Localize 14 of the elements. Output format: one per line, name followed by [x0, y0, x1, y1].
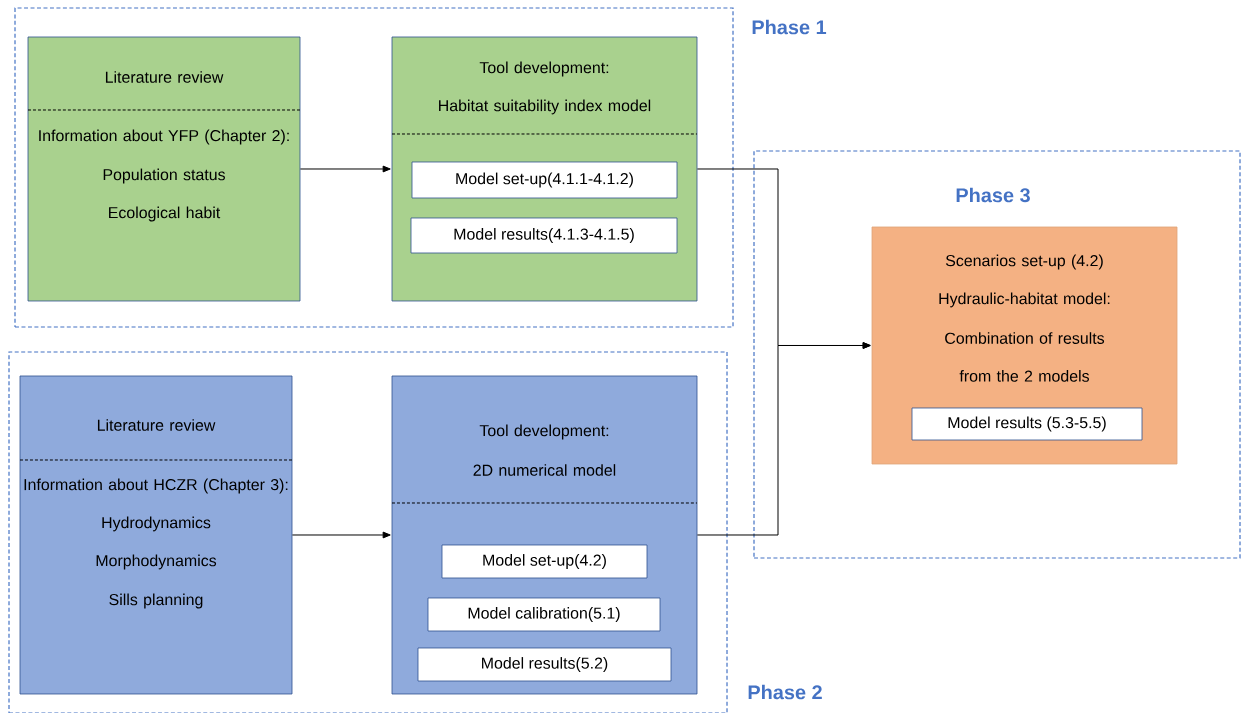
process-box: Model results (5.3-5.5) [911, 407, 1143, 441]
process-box: Model set-up(4.2) [441, 544, 648, 579]
phase-title: Phase 3 [956, 187, 1030, 203]
process-box: Model set-up(4.1.1-4.1.2) [411, 161, 678, 199]
process-box: Literature review Information about HCZR (Chapter 3): Hydrodynamics Morphodynamics Sills planning [19, 375, 293, 695]
process-box: Model results(5.2) [417, 647, 672, 682]
process-box: Literature review Information about YFP (Chapter 2): Population status Ecological habit [27, 36, 301, 302]
process-box: Model calibration(5.1) [427, 597, 661, 632]
arrow [696, 342, 871, 536]
arrow [299, 165, 391, 173]
phase-title: Phase 1 [752, 19, 827, 35]
arrow [291, 531, 391, 539]
process-box: Model results(4.1.3-4.1.5) [410, 217, 678, 254]
phase-title: Phase 2 [748, 684, 822, 700]
